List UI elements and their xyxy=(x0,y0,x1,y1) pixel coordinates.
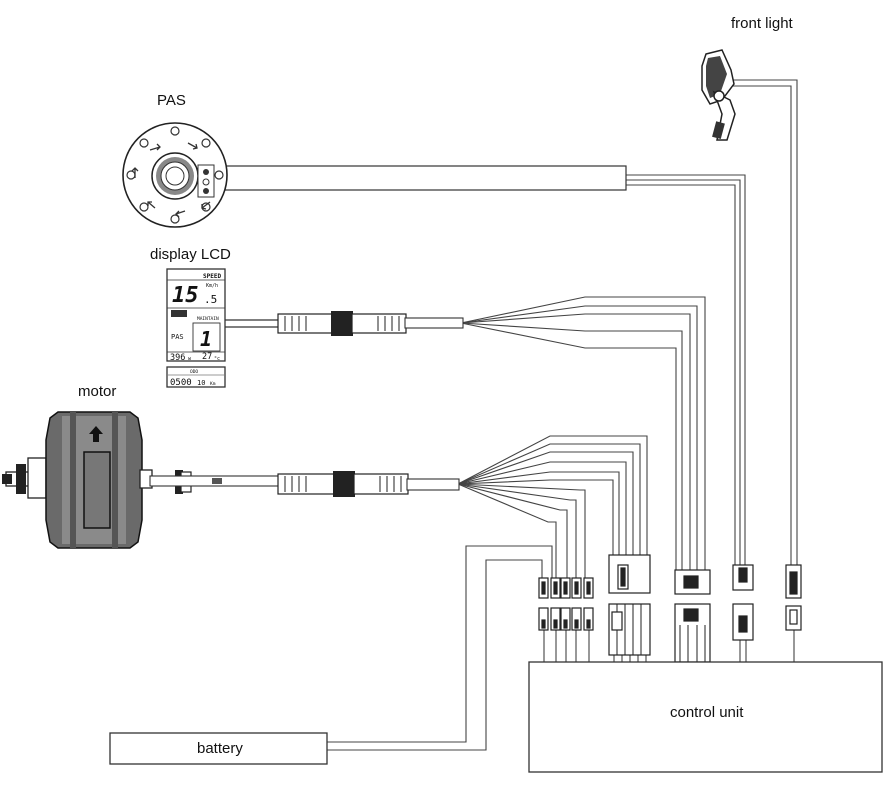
lcd-odo-unit: Km xyxy=(210,381,216,387)
lcd-display: SPEED 15 .5 Km/h MAINTAIN PAS 1 396 w 27… xyxy=(166,268,464,388)
motor-cable xyxy=(406,478,460,491)
battery-label: battery xyxy=(197,740,243,757)
motor-direction-arrow-icon xyxy=(89,426,103,442)
control-unit-box xyxy=(528,661,883,773)
lcd-speed-unit: Km/h xyxy=(206,283,218,289)
lcd-temperature: 27 xyxy=(202,352,212,362)
lcd-odo-label: ODO xyxy=(190,369,198,375)
wires xyxy=(327,79,798,751)
lcd-temperature-unit: °c xyxy=(214,356,220,362)
lcd-speed-value: 15 xyxy=(172,283,199,308)
lcd-pas-level: 1 xyxy=(200,327,212,351)
pas-label: PAS xyxy=(157,92,186,109)
hall-connector-top xyxy=(608,554,651,594)
control-unit-label: control unit xyxy=(670,704,744,721)
front-light-label: front light xyxy=(731,15,793,32)
display-cable xyxy=(404,317,464,329)
front-light-wire xyxy=(733,79,798,565)
lcd-power-unit: w xyxy=(188,356,192,362)
motor xyxy=(2,411,460,549)
front-light xyxy=(701,49,736,141)
lcd-pas-label: PAS xyxy=(171,333,184,341)
lcd-odo-screen xyxy=(166,366,226,388)
display-connector-left xyxy=(277,313,333,334)
battery-box xyxy=(109,732,328,765)
motor-label-plate xyxy=(83,451,111,529)
lcd-brand: MAINTAIN xyxy=(197,316,219,322)
display-label: display LCD xyxy=(150,246,231,263)
pas-wire xyxy=(626,174,746,565)
display-wires xyxy=(460,296,706,570)
front-light-bracket xyxy=(712,90,736,141)
lcd-speed-title: SPEED xyxy=(203,273,221,280)
connectors xyxy=(538,554,802,663)
lcd-speed-decimal: .5 xyxy=(204,293,217,306)
lcd-odo-decimal: 10 xyxy=(197,379,205,387)
lcd-battery-bar-icon xyxy=(171,310,187,317)
battery-wire xyxy=(327,545,553,743)
pas-sensor xyxy=(122,122,627,228)
lcd-power: 396 xyxy=(170,353,185,363)
lcd-odo-value: 0500 xyxy=(170,378,192,388)
motor-wires xyxy=(457,435,648,578)
single-pin-connectors-bottom xyxy=(538,607,594,631)
motor-label: motor xyxy=(78,383,117,400)
pas-cable xyxy=(169,165,627,191)
